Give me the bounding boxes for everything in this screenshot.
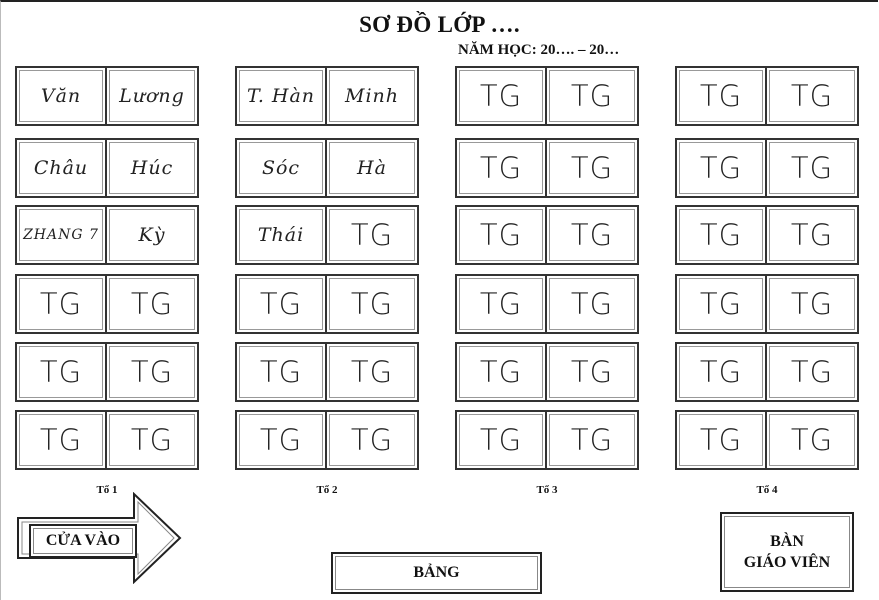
seat: TG: [765, 205, 859, 265]
seat: Hà: [325, 138, 419, 198]
seat: TG: [675, 138, 767, 198]
seat: Kỳ: [105, 205, 199, 265]
group-label: Tổ 4: [756, 484, 778, 496]
blackboard: BẢNG: [331, 552, 542, 594]
seat: TG: [455, 274, 547, 334]
seat: TG: [325, 342, 419, 402]
group-label: Tổ 1: [96, 484, 118, 496]
seat: T. Hàn: [235, 66, 327, 126]
seat: TG: [325, 410, 419, 470]
seat: Sóc: [235, 138, 327, 198]
seat: TG: [765, 410, 859, 470]
seat: TG: [765, 66, 859, 126]
teacher-desk-line1: BÀN: [770, 533, 804, 550]
seat: TG: [675, 410, 767, 470]
school-year: NĂM HỌC: 20…. – 20…: [458, 42, 620, 58]
door-label: CỬA VÀO: [29, 524, 137, 558]
group-label: Tổ 2: [316, 484, 338, 496]
seat: TG: [545, 410, 639, 470]
seat: TG: [765, 274, 859, 334]
seat: Thái: [235, 205, 327, 265]
seat: TG: [15, 342, 107, 402]
seat: TG: [235, 274, 327, 334]
seat: TG: [675, 342, 767, 402]
seat: TG: [325, 205, 419, 265]
seat: Lương: [105, 66, 199, 126]
teacher-desk: BÀN GIÁO VIÊN: [720, 512, 854, 592]
seat: TG: [105, 274, 199, 334]
seat: TG: [765, 138, 859, 198]
seat: TG: [455, 342, 547, 402]
seat: TG: [675, 66, 767, 126]
seat: Minh: [325, 66, 419, 126]
seat: TG: [545, 138, 639, 198]
seat: ZHANG 7: [15, 205, 107, 265]
seat: Văn: [15, 66, 107, 126]
seat: TG: [455, 66, 547, 126]
seat: TG: [455, 410, 547, 470]
seat: TG: [675, 205, 767, 265]
seat: TG: [15, 410, 107, 470]
seat: TG: [455, 205, 547, 265]
teacher-desk-line2: GIÁO VIÊN: [743, 554, 831, 571]
seat: TG: [765, 342, 859, 402]
seat: TG: [235, 410, 327, 470]
seat: TG: [675, 274, 767, 334]
seat: TG: [105, 410, 199, 470]
seat: TG: [15, 274, 107, 334]
seat: TG: [545, 342, 639, 402]
seat: TG: [545, 205, 639, 265]
seat: TG: [235, 342, 327, 402]
seat: TG: [105, 342, 199, 402]
page-title: SƠ ĐỒ LỚP ….: [359, 12, 520, 37]
seat: TG: [455, 138, 547, 198]
seat: TG: [545, 66, 639, 126]
seat: Châu: [15, 138, 107, 198]
seat: TG: [545, 274, 639, 334]
seat: Húc: [105, 138, 199, 198]
group-label: Tổ 3: [536, 484, 558, 496]
seat: TG: [325, 274, 419, 334]
